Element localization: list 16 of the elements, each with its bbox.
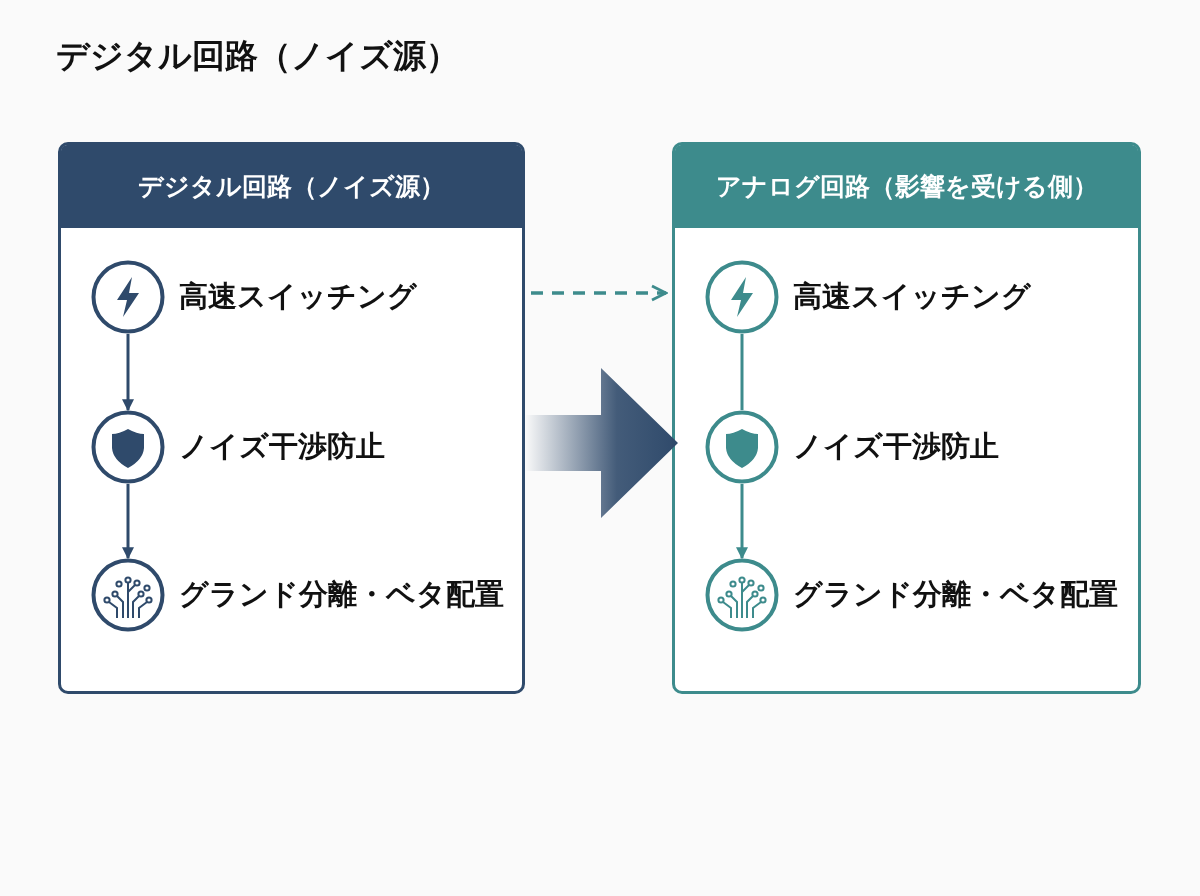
step-label: 高速スイッチング (793, 278, 1031, 315)
arrow (736, 484, 748, 560)
block-arrow (525, 368, 678, 518)
step-label: グランド分離・ベタ配置 (793, 576, 1118, 613)
panel-header: デジタル回路（ノイズ源） (61, 145, 522, 228)
step-label: 高速スイッチング (179, 278, 417, 315)
step-label: ノイズ干渉防止 (793, 428, 999, 465)
arrow (122, 484, 134, 560)
panel-header: アナログ回路（影響を受ける側） (675, 145, 1138, 228)
dashed-arrow (531, 284, 668, 302)
diagram-title: デジタル回路（ノイズ源） (56, 35, 459, 77)
panel (672, 142, 1141, 694)
step-label: ノイズ干渉防止 (179, 428, 385, 465)
arrow (122, 334, 134, 412)
panel (58, 142, 525, 694)
step-label: グランド分離・ベタ配置 (179, 576, 504, 613)
